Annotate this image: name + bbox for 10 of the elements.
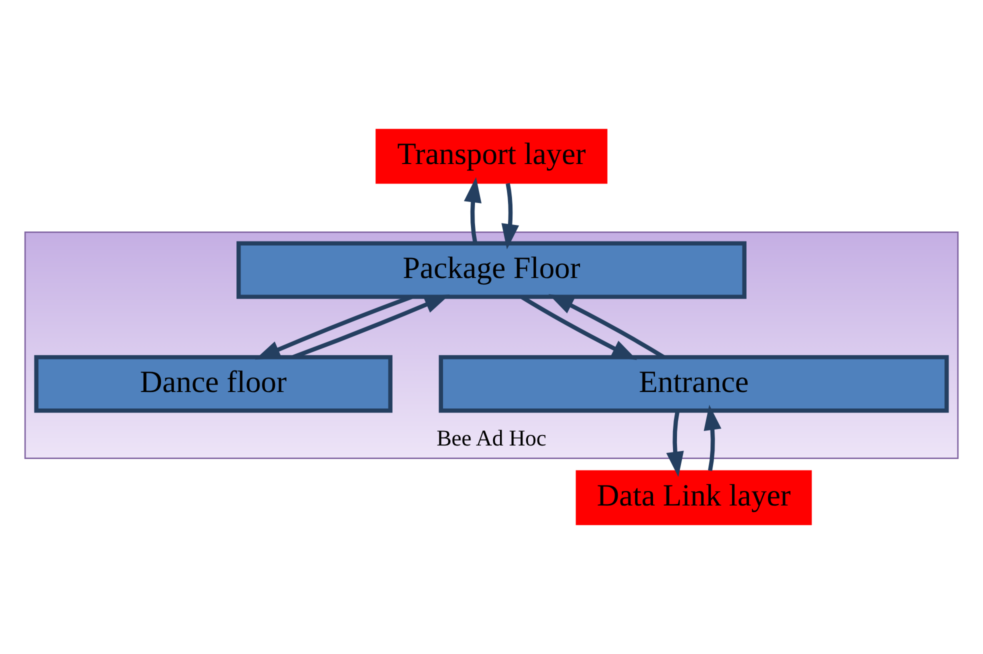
node-box: Entrance: [438, 355, 949, 413]
arrow: [464, 177, 482, 244]
arrow: [704, 404, 722, 472]
node-box: Package Floor: [236, 241, 746, 299]
arrow: [501, 183, 520, 250]
arrow: [666, 410, 684, 477]
node-box: Dance floor: [34, 355, 392, 413]
node-box: Data Link layer: [576, 470, 812, 526]
arrow: [520, 295, 638, 360]
node-box: Transport layer: [376, 128, 608, 184]
